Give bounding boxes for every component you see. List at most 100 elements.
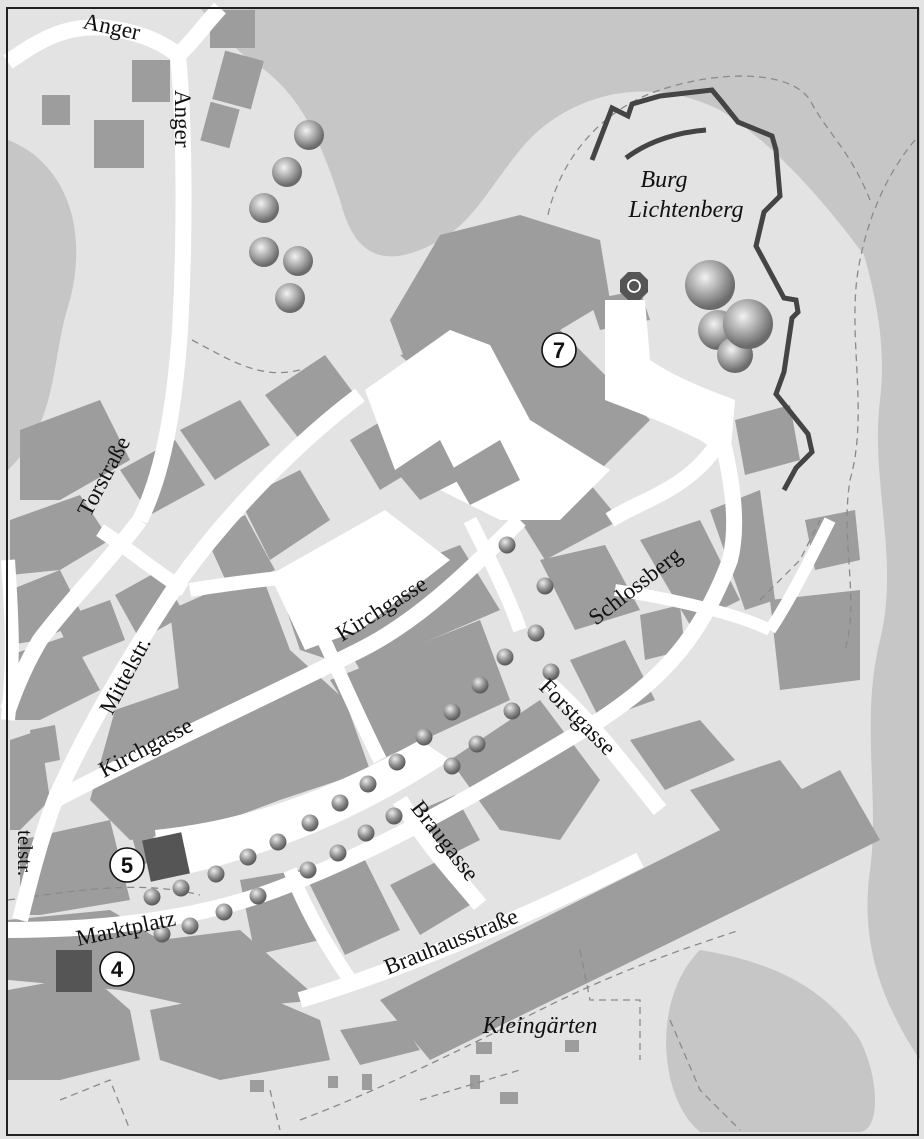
- street-side-4: [96, 524, 189, 597]
- building: [10, 495, 110, 575]
- tree-icon: [723, 299, 773, 349]
- tree-icon: [272, 157, 302, 187]
- footpath: [419, 1069, 521, 1101]
- street-brauhausstrasse: [297, 852, 644, 1008]
- street-marktplatz: [7, 428, 743, 938]
- poi-marker-5-label: 5: [121, 853, 133, 878]
- tree-icon: [275, 283, 305, 313]
- building: [20, 400, 130, 500]
- tree-icon: [331, 794, 349, 812]
- poi-marker-4-label: 4: [111, 957, 124, 982]
- footpath: [547, 75, 871, 216]
- street-side-6: [765, 517, 836, 634]
- market-square: [155, 740, 450, 880]
- poi-marker-7[interactable]: 7: [541, 332, 577, 368]
- highlighted-buildings: [56, 832, 190, 992]
- building: [212, 50, 264, 110]
- poi-marker-4[interactable]: 4: [99, 951, 135, 987]
- shed: [470, 1075, 480, 1089]
- tree-icon: [536, 577, 554, 595]
- building: [180, 400, 270, 480]
- building: [55, 600, 125, 660]
- street-side-3: [463, 516, 527, 633]
- tree-icon: [249, 887, 267, 905]
- shed: [328, 1076, 338, 1088]
- building: [770, 590, 860, 690]
- tree-icon: [301, 814, 319, 832]
- shed: [362, 1074, 372, 1090]
- poi-markers[interactable]: 7 5 4: [99, 332, 577, 987]
- tree-icon: [496, 648, 514, 666]
- poi-marker-7-label: 7: [553, 338, 565, 363]
- building: [690, 760, 810, 830]
- tree-icon: [443, 703, 461, 721]
- tree-icon: [542, 663, 560, 681]
- place-labels: Burg Lichtenberg Kleingärten: [482, 167, 744, 1039]
- shed: [250, 1080, 264, 1092]
- footpath: [579, 949, 641, 1060]
- tree-icon: [388, 753, 406, 771]
- footpath: [669, 1019, 741, 1131]
- street-label-anger-side: Anger: [170, 90, 195, 148]
- terrain-left: [8, 140, 77, 470]
- large-trees: [249, 120, 773, 373]
- building: [540, 545, 640, 630]
- street-side-2: [283, 867, 356, 984]
- tree-icon: [468, 735, 486, 753]
- footpath: [844, 139, 916, 651]
- castle-wall: [589, 87, 815, 492]
- tree-icon: [357, 824, 375, 842]
- tree-icon: [239, 848, 257, 866]
- tree-icon: [172, 879, 190, 897]
- building: [30, 725, 60, 765]
- allotments-label: Kleingärten: [482, 1013, 598, 1039]
- streets: [0, 2, 836, 1008]
- footpath: [191, 339, 301, 374]
- building: [170, 570, 290, 700]
- street-mittelstr: [12, 388, 365, 922]
- tree-icon: [294, 120, 324, 150]
- castle-label-line1: Burg: [640, 167, 687, 193]
- street-edge-left: [1, 559, 19, 721]
- tree-icon: [207, 865, 225, 883]
- street-kirchgasse: [51, 514, 526, 808]
- footpath: [299, 929, 741, 1121]
- street-anger-vertical: [132, 54, 192, 524]
- tree-icon: [385, 807, 403, 825]
- tree-icon: [498, 536, 516, 554]
- building: [94, 120, 144, 168]
- footpath: [759, 519, 821, 601]
- terrain-lower-right: [666, 950, 875, 1132]
- tree-icon: [153, 925, 171, 943]
- map-frame: [6, 7, 919, 1136]
- tree-icon: [215, 903, 233, 921]
- street-trees: [143, 536, 560, 943]
- building: [90, 650, 370, 840]
- terrain-right: [832, 80, 920, 1060]
- castle-wall-outer: [589, 87, 815, 492]
- tree-icon: [249, 237, 279, 267]
- street-side-5: [614, 584, 773, 636]
- well-icon: [620, 272, 648, 300]
- tree-icon: [503, 702, 521, 720]
- building: [200, 101, 240, 149]
- building: [150, 990, 330, 1080]
- tree-icon: [359, 775, 377, 793]
- shed: [476, 1042, 492, 1054]
- building: [735, 405, 800, 475]
- building: [340, 1020, 420, 1065]
- terrain-upper: [200, 8, 920, 330]
- tree-icon: [299, 861, 317, 879]
- kirchgasse-square: [270, 510, 450, 650]
- tree-icon: [249, 193, 279, 223]
- tree-icon: [415, 728, 433, 746]
- building: [450, 440, 520, 505]
- tree-icon: [143, 888, 161, 906]
- footpath: [269, 1089, 281, 1131]
- tree-icon: [685, 260, 735, 310]
- building: [630, 720, 735, 790]
- poi-marker-5[interactable]: 5: [109, 847, 145, 883]
- building: [395, 440, 460, 500]
- tree-icon: [269, 833, 287, 851]
